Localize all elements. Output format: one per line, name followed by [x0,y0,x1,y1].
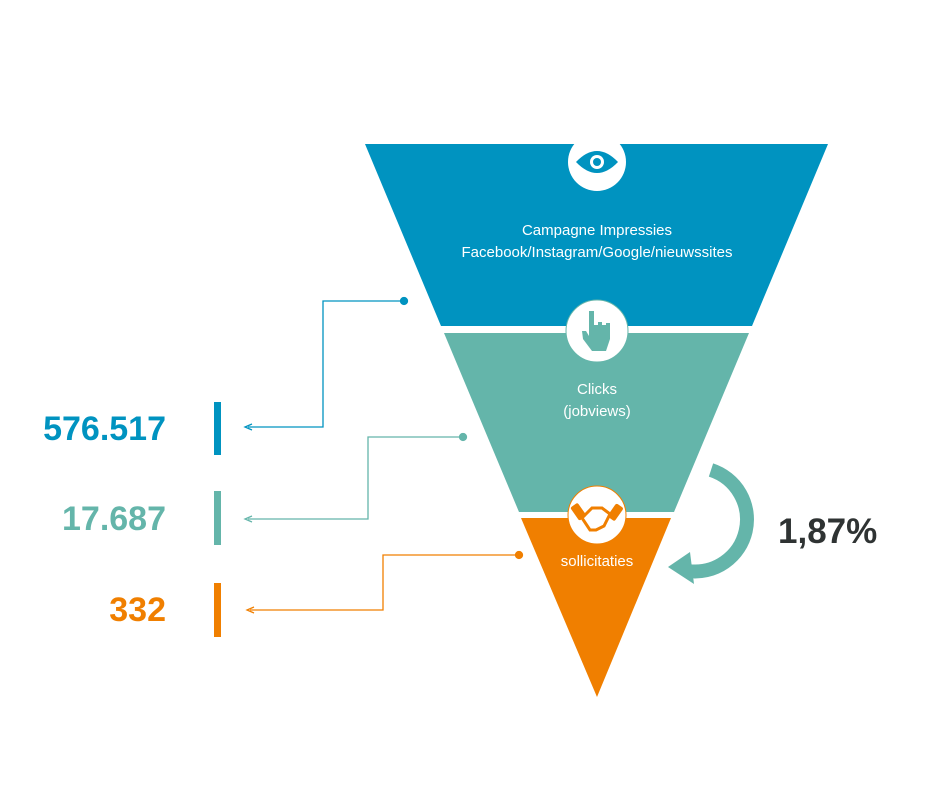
applications-label: sollicitaties [560,553,634,570]
clicks-label: Clicks (jobviews) [563,379,631,423]
connector-applications [245,550,524,614]
clicks-title: Clicks [576,381,617,398]
connector-impressions [243,296,409,431]
pointing-hand-icon [565,299,629,363]
clicks-subtitle: (jobviews) [563,403,631,420]
connector-clicks [243,432,468,523]
clicks-value: 17.687 [62,500,166,538]
impressions-subtitle: Facebook/Instagram/Google/nieuwssites [461,244,733,261]
funnel-stage-applications [521,518,671,697]
funnel-stage-impressions [365,144,828,326]
impressions-label: Campagne Impressies Facebook/Instagram/G… [462,220,733,264]
clicks-bar [214,491,221,545]
conversion-rate: 1,87% [778,512,878,551]
eye-icon [568,133,626,191]
impressions-title: Campagne Impressies [521,222,673,239]
applications-bar [214,583,221,637]
applications-value: 332 [109,591,166,629]
impressions-bar [214,402,221,455]
funnel-stage-clicks [444,333,749,512]
impressions-value: 576.517 [43,410,166,448]
curved-arrow-icon [668,463,754,584]
handshake-icon [567,485,627,545]
